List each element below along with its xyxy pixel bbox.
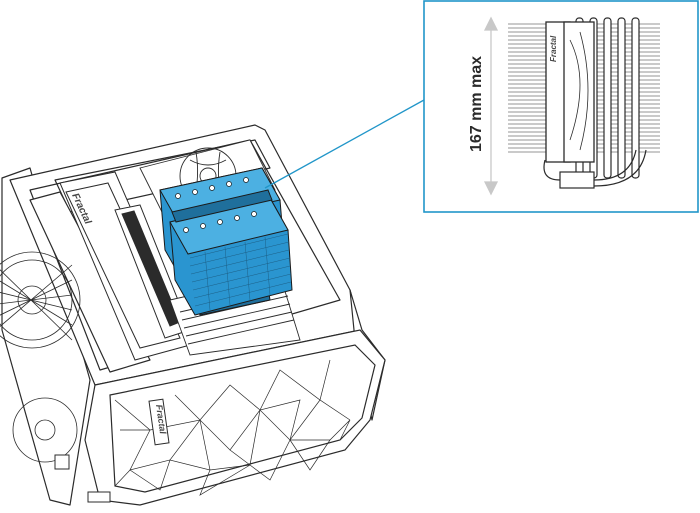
side-fan-grille: [0, 251, 81, 463]
case-feet: [54, 454, 111, 503]
front-panel: [84, 329, 386, 506]
callout-fan-brand-text: Fractal: [549, 35, 558, 62]
dimension-label: 167 mm max: [468, 56, 485, 152]
front-logo-badge: [148, 398, 170, 446]
cpu-cooler: [159, 167, 293, 316]
callout-leader-line: [264, 99, 425, 189]
front-mesh-pattern: [114, 359, 351, 496]
cooler-side-view: [508, 17, 660, 189]
front-brand-text: Fractal: [154, 404, 168, 435]
dimension-arrow: [483, 16, 499, 196]
